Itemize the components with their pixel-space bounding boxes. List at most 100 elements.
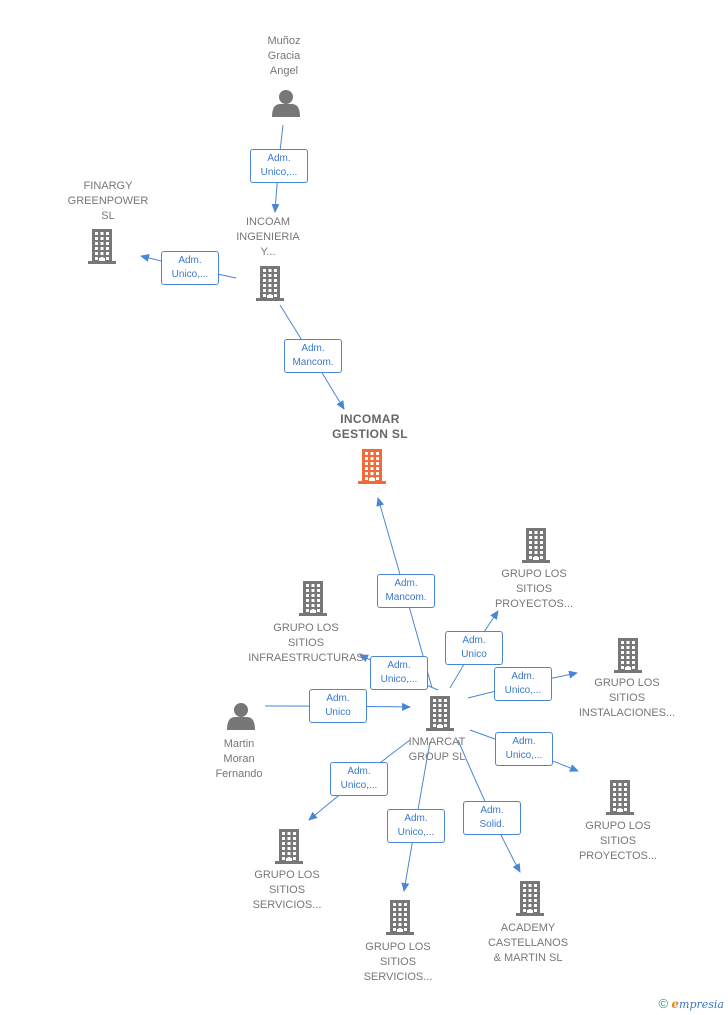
edge-label-inmarcat-infra[interactable]: Adm. Unico,... — [370, 656, 428, 690]
node-label-academy[interactable]: ACADEMY CASTELLANOS & MARTIN SL — [463, 921, 593, 966]
node-label-line: INCOAM — [246, 216, 290, 228]
brand-name: mpresia — [679, 998, 724, 1011]
edge-label-line: Unico — [325, 707, 351, 718]
building-icon-serv1[interactable] — [275, 829, 303, 864]
node-label-line: Martin — [223, 738, 255, 750]
node-label-line: SITIOS — [599, 835, 637, 847]
edge-label-line: Unico,... — [340, 780, 378, 791]
node-label-line: PROYECTOS... — [578, 850, 658, 862]
node-label-line: ACADEMY — [500, 922, 556, 934]
edge-label-inmarcat-serv1[interactable]: Adm. Unico,... — [330, 762, 388, 796]
edge-label-line: Adm. — [404, 813, 428, 824]
node-label-line: GRUPO LOS — [254, 869, 320, 881]
edge-label-line: Mancom. — [385, 592, 427, 603]
node-label-line: & MARTIN SL — [493, 952, 563, 964]
edge-label-line: Adm. — [511, 671, 535, 682]
node-label-line: INMARCAT — [408, 736, 466, 748]
node-label-line: GESTION SL — [332, 427, 408, 441]
node-label-line: SITIOS — [379, 956, 417, 968]
node-label-line: INCOMAR — [340, 412, 400, 426]
node-label-line: FINARGY — [83, 180, 133, 192]
node-label-line: CASTELLANOS — [487, 937, 569, 949]
node-label-line: SERVICIOS... — [363, 971, 433, 983]
node-label-finargy[interactable]: FINARGY GREENPOWER SL — [43, 179, 173, 224]
building-icon-proy1[interactable] — [522, 528, 550, 563]
edge-label-line: Adm. — [512, 736, 536, 747]
node-label-line: GRUPO LOS — [365, 941, 431, 953]
node-label-line: Fernando — [215, 768, 263, 780]
node-label-line: INGENIERIA — [236, 231, 300, 243]
edge-label-inmarcat-proy1[interactable]: Adm. Unico — [445, 631, 503, 665]
node-label-line: Moran — [223, 753, 255, 765]
node-label-line: SITIOS — [515, 583, 553, 595]
edge-label-line: Adm. — [178, 255, 202, 266]
edge-label-line: Adm. — [462, 635, 486, 646]
edge-label-line: Adm. — [480, 805, 504, 816]
node-label-inmarcat[interactable]: INMARCAT GROUP SL — [372, 735, 502, 765]
node-label-line: GREENPOWER — [67, 195, 149, 207]
building-icon-academy[interactable] — [516, 881, 544, 916]
edge-label-line: Unico,... — [380, 674, 418, 685]
edge-label-inmarcat-serv2[interactable]: Adm. Unico,... — [387, 809, 445, 843]
node-label-serv1[interactable]: GRUPO LOS SITIOS SERVICIOS... — [222, 868, 352, 913]
edge-label-inmarcat-incomar[interactable]: Adm. Mancom. — [377, 574, 435, 608]
edge-label-line: Unico,... — [504, 685, 542, 696]
copyright-icon: © — [658, 996, 669, 1011]
building-icon-incomar[interactable] — [358, 449, 386, 484]
node-label-line: Muñoz — [267, 35, 301, 47]
edge-label-martin-inmarcat[interactable]: Adm. Unico — [309, 689, 367, 723]
node-label-line: GROUP SL — [408, 751, 466, 763]
building-icon-infra[interactable] — [299, 581, 327, 616]
node-label-line: SERVICIOS... — [252, 899, 322, 911]
edge-label-line: Solid. — [479, 819, 505, 830]
node-label-line: INSTALACIONES... — [578, 707, 676, 719]
node-label-incoam[interactable]: INCOAM INGENIERIA Y... — [203, 215, 333, 260]
node-label-line: GRUPO LOS — [273, 622, 339, 634]
edge-label-inmarcat-instal[interactable]: Adm. Unico,... — [494, 667, 552, 701]
edge-label-line: Unico,... — [397, 827, 435, 838]
edge-label-line: Adm. — [347, 766, 371, 777]
building-icon-incoam[interactable] — [256, 266, 284, 301]
node-label-line: SL — [101, 210, 115, 222]
person-icon-martin[interactable] — [227, 703, 255, 730]
node-label-line: SITIOS — [268, 884, 306, 896]
edge-label-inmarcat-proy2[interactable]: Adm. Unico,... — [495, 732, 553, 766]
building-icon-serv2[interactable] — [386, 900, 414, 935]
edge-label-line: Mancom. — [292, 357, 334, 368]
node-label-line: SITIOS — [608, 692, 646, 704]
building-icon-proy2[interactable] — [606, 780, 634, 815]
edge-label-munoz-incoam[interactable]: Adm. Unico,... — [250, 149, 308, 183]
edge-label-line: Unico,... — [505, 750, 543, 761]
node-label-proy2[interactable]: GRUPO LOS SITIOS PROYECTOS... — [553, 819, 683, 864]
edge-label-line: Unico — [461, 649, 487, 660]
person-icon-munoz[interactable] — [272, 90, 300, 117]
node-label-line: Y... — [260, 246, 276, 258]
edge-label-line: Adm. — [387, 660, 411, 671]
node-label-serv2[interactable]: GRUPO LOS SITIOS SERVICIOS... — [333, 940, 463, 985]
node-label-line: GRUPO LOS — [585, 820, 651, 832]
node-label-infra[interactable]: GRUPO LOS SITIOS INFRAESTRUCTURAS — [241, 621, 371, 666]
edge-label-incoam-incomar[interactable]: Adm. Mancom. — [284, 339, 342, 373]
building-icon-instal[interactable] — [614, 638, 642, 673]
edge-label-line: Adm. — [394, 578, 418, 589]
brand-initial: e — [671, 997, 680, 1011]
edge-label-inmarcat-academy[interactable]: Adm. Solid. — [463, 801, 521, 835]
node-label-line: SITIOS — [287, 637, 325, 649]
node-label-line: Angel — [269, 65, 299, 77]
edge-label-line: Adm. — [301, 343, 325, 354]
edge-label-incoam-finargy[interactable]: Adm.Unico,... — [161, 251, 219, 285]
edge-label-line: Adm. — [267, 153, 291, 164]
building-icon-inmarcat[interactable] — [426, 696, 454, 731]
empresia-footer: © empresia — [658, 996, 724, 1011]
edge-label-line: Unico,... — [260, 167, 298, 178]
node-label-line: INFRAESTRUCTURAS — [248, 652, 364, 664]
building-icon-finargy[interactable] — [88, 229, 116, 264]
node-label-line: PROYECTOS... — [494, 598, 574, 610]
edge-label-line: Adm. — [326, 693, 350, 704]
